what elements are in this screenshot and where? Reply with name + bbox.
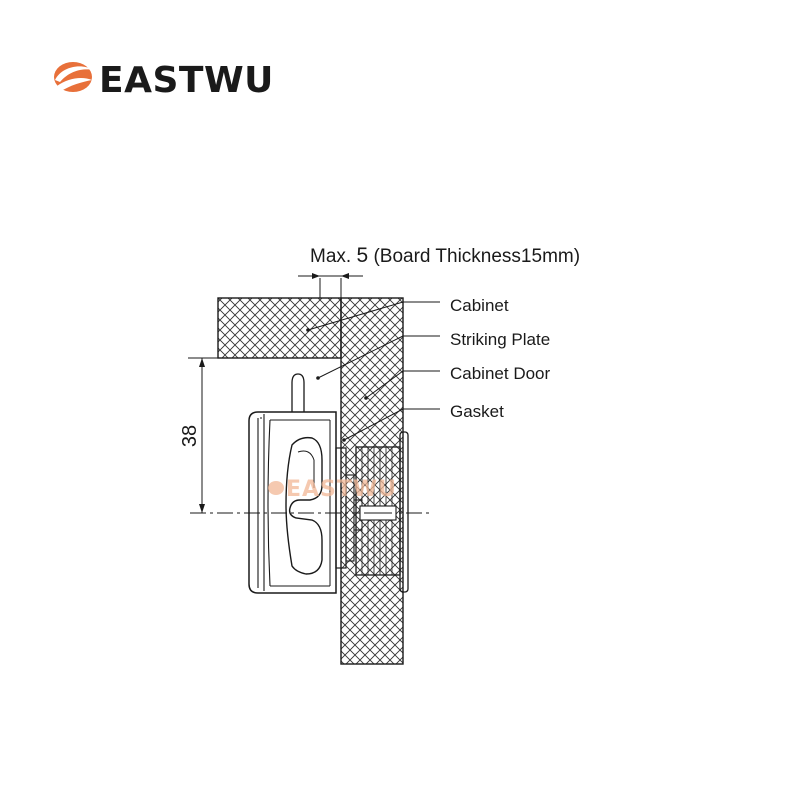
- front-bezel: [399, 431, 409, 593]
- callout-labels: Cabinet Striking Plate Cabinet Door Gask…: [450, 296, 551, 421]
- watermark: EASTWU: [268, 477, 397, 502]
- eastwu-swoosh-icon: [54, 62, 93, 92]
- brand-logo: EASTWU: [54, 60, 274, 101]
- callout-cabinet-door: Cabinet Door: [450, 364, 551, 383]
- lock-cylinder: [355, 446, 401, 576]
- height-value: 38: [179, 425, 201, 447]
- height-dimension: 38: [179, 357, 218, 513]
- max-gap-dimension: Max. 5 (Board Thickness15mm): [298, 244, 580, 298]
- max-prefix: Max.: [310, 246, 351, 267]
- board-thickness-note: (Board Thickness15mm): [373, 246, 580, 267]
- cabinet-board: [217, 297, 342, 359]
- callout-cabinet: Cabinet: [450, 296, 509, 315]
- cabinet-door-board: [340, 297, 404, 665]
- max-value: 5: [356, 244, 368, 267]
- callout-gasket: Gasket: [450, 402, 504, 421]
- watermark-text: EASTWU: [286, 477, 397, 502]
- svg-text:Max. 5 (Board Thic: Max. 5 (Board Thickness15mm): [310, 244, 580, 267]
- callout-striking-plate: Striking Plate: [450, 330, 550, 349]
- brand-name: EASTWU: [99, 60, 274, 101]
- lock-body: [248, 373, 409, 594]
- callout-leaders: [306, 301, 440, 442]
